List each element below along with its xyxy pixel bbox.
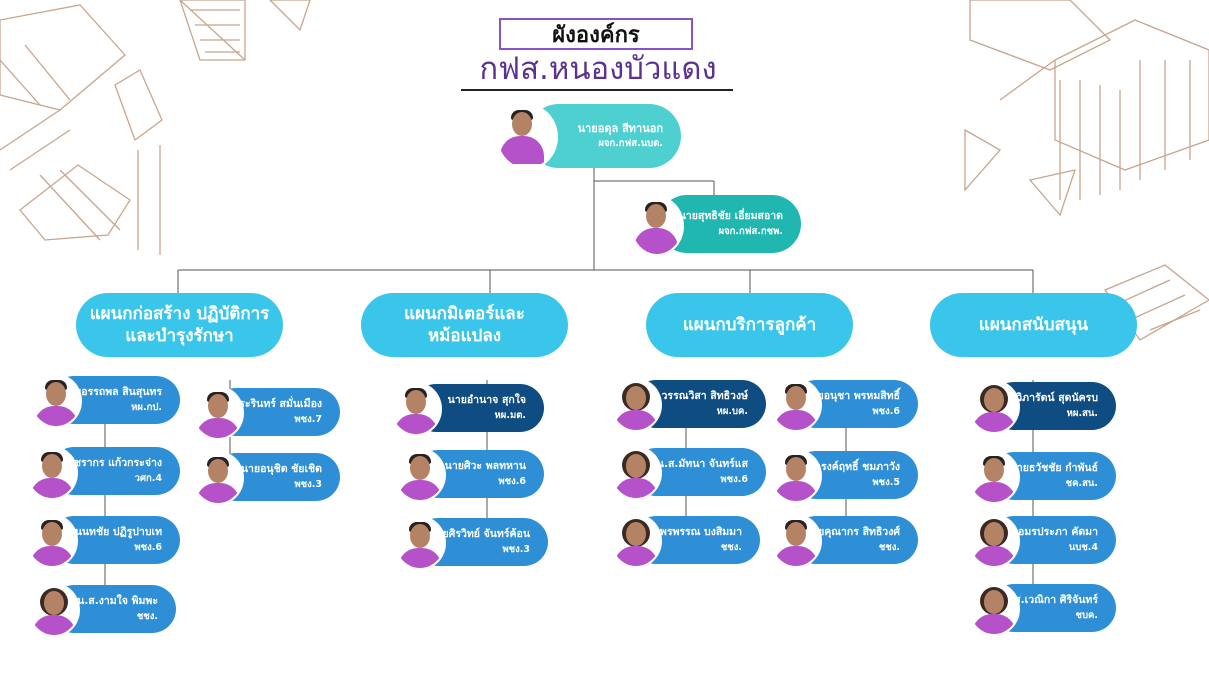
staff-photo [612, 448, 660, 498]
staff-position: ชบค. [1075, 610, 1098, 621]
staff-position: พชง.3 [294, 479, 322, 490]
dept-customer-service: แผนกบริการลูกค้า [646, 293, 853, 357]
staff-name: นายอนุชา พรหมสิทธิ์ [804, 390, 900, 402]
staff-name: นายอนุชิต ชัยเชิด [240, 463, 322, 475]
office-name: กฟส.หนองบัวแดง [479, 51, 717, 87]
staff-photo [30, 585, 78, 635]
staff-photo [32, 376, 80, 426]
staff-name: น.ส.มัทนา จันทร์แส [656, 458, 748, 470]
staff-photo [970, 584, 1018, 634]
staff-photo [612, 380, 660, 430]
staff-position: พชง.6 [872, 406, 900, 417]
manager-position: ผจก.กฟส.นบด. [598, 138, 663, 149]
dept-construction: แผนกก่อสร้าง ปฏิบัติการ และบำรุงรักษา [76, 293, 283, 357]
staff-photo [28, 516, 76, 566]
deputy-photo [632, 198, 682, 254]
staff-photo [970, 516, 1018, 566]
staff-position: ชชง. [136, 611, 158, 622]
staff-photo [194, 388, 242, 438]
staff-position: วศก.4 [134, 473, 162, 484]
staff-position: พชง.5 [872, 477, 900, 488]
staff-position: หผ.กป. [131, 402, 162, 413]
staff-photo [970, 382, 1018, 432]
dept-support: แผนกสนับสนุน [930, 293, 1137, 357]
staff-position: ชชง. [878, 542, 900, 553]
staff-photo [612, 516, 660, 566]
staff-name: นายศิรวิทย์ จันทร์ค้อน [429, 528, 530, 540]
title-underline [461, 89, 733, 91]
staff-name: นายนนทชัย ปฏิรูปาบเท [55, 526, 162, 538]
staff-position: นบช.4 [1068, 542, 1098, 553]
deputy-name: นายสุทธิชัย เอี่ยมสอาด [678, 210, 783, 222]
staff-position: พชง.3 [502, 544, 530, 555]
staff-name: น.ส.พรพรรณ บงสิมมา [638, 526, 742, 538]
deputy-position: ผจก.กฟส.กชพ. [718, 226, 783, 237]
chart-title: ผังองค์กร [499, 18, 693, 50]
staff-name: น.ส.อมรประภา คัดมา [996, 526, 1098, 538]
staff-name: น.ส.เวณิกา ศิริจันทร์ [1003, 594, 1098, 606]
staff-name: นางวิภารัตน์ สุดนัครบ [998, 392, 1098, 404]
staff-name: นายธวัชชัย กำพันธ์ [1009, 462, 1098, 474]
staff-photo [396, 450, 444, 500]
staff-position: ชชง. [720, 542, 742, 553]
staff-photo [392, 384, 440, 434]
staff-photo [970, 452, 1018, 502]
staff-photo [194, 453, 242, 503]
staff-name: นายอำนาจ สุกใจ [447, 394, 526, 406]
staff-name: นายศิวะ พลทหาน [444, 460, 526, 472]
staff-position: หผ.สน. [1066, 408, 1098, 419]
staff-name: น.ส.งามใจ พิมพะ [77, 595, 158, 607]
staff-photo [396, 518, 444, 568]
staff-position: หผ.มต. [494, 410, 526, 421]
staff-position: พชง.6 [498, 476, 526, 487]
staff-name: น.ส.วรรณวิสา สิทธิวงษ์ [639, 390, 748, 402]
staff-position: หผ.บค. [716, 406, 748, 417]
staff-position: ชค.สน. [1065, 478, 1098, 489]
staff-photo [772, 451, 820, 501]
staff-position: พชง.7 [294, 414, 322, 425]
staff-position: พชง.6 [134, 542, 162, 553]
staff-photo [772, 516, 820, 566]
dept-meter-transformer: แผนกมิเตอร์และ หม้อแปลง [361, 293, 568, 357]
manager-photo [498, 106, 556, 168]
staff-photo [28, 448, 76, 498]
manager-name: นายอดุล สีทานอก [577, 122, 663, 135]
staff-photo [772, 380, 820, 430]
staff-position: พชง.6 [720, 474, 748, 485]
staff-name: นายอรรถพล สินสุนทร [62, 386, 162, 398]
staff-name: นายคุณากร สิทธิวงศ์ [805, 526, 900, 538]
staff-name: นายวัชรากร แก้วกระจ่าง [48, 457, 162, 469]
